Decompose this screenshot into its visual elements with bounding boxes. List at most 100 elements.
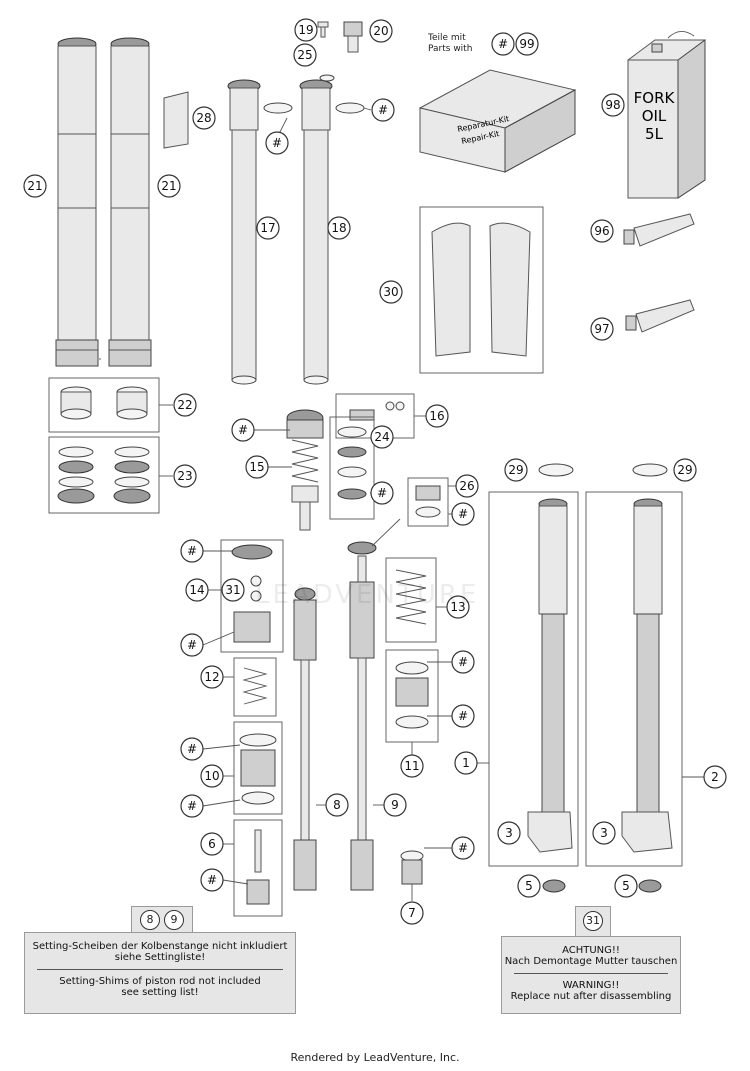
repair-kit-box — [418, 69, 577, 173]
callout-hash[interactable]: # — [451, 650, 475, 674]
header-hash-callout[interactable]: # — [491, 32, 515, 56]
group-box-6 — [233, 819, 283, 917]
callout-25[interactable]: 25 — [293, 43, 317, 67]
callout-26[interactable]: 26 — [455, 474, 479, 498]
screw-19 — [317, 21, 329, 38]
callout-hash[interactable]: # — [451, 704, 475, 728]
callout-30[interactable]: 30 — [379, 280, 403, 304]
callout-5[interactable]: 5 — [517, 874, 541, 898]
svg-text:19: 19 — [298, 23, 313, 37]
callout-29[interactable]: 29 — [504, 458, 528, 482]
callout-11[interactable]: 11 — [400, 754, 424, 778]
callout-3[interactable]: 3 — [497, 821, 521, 845]
svg-text:#: # — [458, 709, 468, 723]
callout-15[interactable]: 15 — [245, 455, 269, 479]
callout-7[interactable]: 7 — [400, 901, 424, 925]
callout-6[interactable]: 6 — [200, 832, 224, 856]
fork-leg-2 — [621, 498, 673, 853]
piston-rod-8 — [293, 587, 317, 891]
header-99-callout[interactable]: 99 — [515, 32, 539, 56]
callout-hash[interactable]: # — [265, 131, 289, 155]
svg-text:2: 2 — [711, 770, 719, 784]
grease-tube-97 — [625, 299, 695, 333]
svg-text:16: 16 — [429, 409, 444, 423]
callout-21[interactable]: 21 — [23, 174, 47, 198]
callout-hash[interactable]: # — [180, 794, 204, 818]
callout-96[interactable]: 96 — [590, 219, 614, 243]
callout-8[interactable]: 8 — [325, 793, 349, 817]
callout-16[interactable]: 16 — [425, 404, 449, 428]
callout-hash[interactable]: # — [231, 418, 255, 442]
watermark: LEADVENTURE — [255, 580, 480, 610]
note-left-tab-9[interactable]: 9 — [164, 910, 184, 930]
valve-20 — [343, 21, 363, 53]
svg-text:26: 26 — [459, 479, 474, 493]
callout-31[interactable]: 31 — [221, 578, 245, 602]
svg-text:11: 11 — [404, 759, 419, 773]
callout-22[interactable]: 22 — [173, 393, 197, 417]
footer-credit: Rendered by LeadVenture, Inc. — [290, 1051, 460, 1064]
callout-hash[interactable]: # — [200, 868, 224, 892]
callout-1[interactable]: 1 — [454, 751, 478, 775]
callout-hash[interactable]: # — [370, 481, 394, 505]
callout-10[interactable]: 10 — [200, 764, 224, 788]
svg-text:97: 97 — [594, 322, 609, 336]
callout-5[interactable]: 5 — [614, 874, 638, 898]
note-right-tab-31[interactable]: 31 — [583, 911, 603, 931]
callout-18[interactable]: 18 — [327, 216, 351, 240]
note-left-divider — [37, 969, 283, 970]
svg-text:#: # — [187, 638, 197, 652]
fork-guard-right — [489, 222, 531, 357]
callout-9[interactable]: 9 — [383, 793, 407, 817]
callout-23[interactable]: 23 — [173, 464, 197, 488]
note-right-en-1: WARNING!! — [562, 980, 620, 991]
svg-text:22: 22 — [177, 398, 192, 412]
callout-28[interactable]: 28 — [192, 106, 216, 130]
svg-text:29: 29 — [508, 463, 523, 477]
callout-17[interactable]: 17 — [256, 216, 280, 240]
svg-text:#: # — [272, 136, 282, 150]
group-box-2 — [585, 491, 683, 867]
note-left: Setting-Scheiben der Kolbenstange nicht … — [24, 932, 296, 1014]
callout-hash[interactable]: # — [371, 98, 395, 122]
callout-hash[interactable]: # — [180, 737, 204, 761]
svg-text:3: 3 — [600, 826, 608, 840]
callout-12[interactable]: 12 — [200, 665, 224, 689]
inner-tube-18 — [299, 79, 333, 385]
callout-hash[interactable]: # — [180, 633, 204, 657]
callout-3[interactable]: 3 — [592, 821, 616, 845]
note-right-de-2: Nach Demontage Mutter tauschen — [504, 956, 678, 967]
callout-hash[interactable]: # — [451, 502, 475, 526]
callout-29[interactable]: 29 — [673, 458, 697, 482]
note-left-tab-8[interactable]: 8 — [140, 910, 160, 930]
callout-20[interactable]: 20 — [369, 19, 393, 43]
svg-text:#: # — [238, 423, 248, 437]
group-box-13 — [385, 557, 437, 643]
o-ring-29-left — [538, 463, 574, 477]
callout-hash[interactable]: # — [451, 836, 475, 860]
svg-text:14: 14 — [189, 583, 204, 597]
callout-13[interactable]: 13 — [446, 595, 470, 619]
svg-text:#: # — [458, 841, 468, 855]
cartridge-15 — [286, 409, 324, 531]
note-left-en-1: Setting-Shims of piston rod not included — [59, 976, 261, 987]
o-ring-29-right — [632, 463, 668, 477]
callout-24[interactable]: 24 — [370, 425, 394, 449]
svg-text:99: 99 — [519, 37, 534, 51]
svg-text:98: 98 — [605, 98, 620, 112]
callout-hash[interactable]: # — [180, 539, 204, 563]
callout-2[interactable]: 2 — [703, 765, 727, 789]
leader-lines — [99, 107, 704, 901]
note-right-en-2: Replace nut after disassembling — [510, 991, 672, 1002]
svg-text:30: 30 — [383, 285, 398, 299]
callout-19[interactable]: 19 — [294, 18, 318, 42]
callout-97[interactable]: 97 — [590, 317, 614, 341]
callout-14[interactable]: 14 — [185, 578, 209, 602]
callout-21[interactable]: 21 — [157, 174, 181, 198]
group-box-24 — [329, 416, 375, 520]
callout-98[interactable]: 98 — [601, 93, 625, 117]
svg-text:8: 8 — [333, 798, 341, 812]
note-right-de-1: ACHTUNG!! — [562, 945, 620, 956]
svg-text:23: 23 — [177, 469, 192, 483]
svg-text:12: 12 — [204, 670, 219, 684]
